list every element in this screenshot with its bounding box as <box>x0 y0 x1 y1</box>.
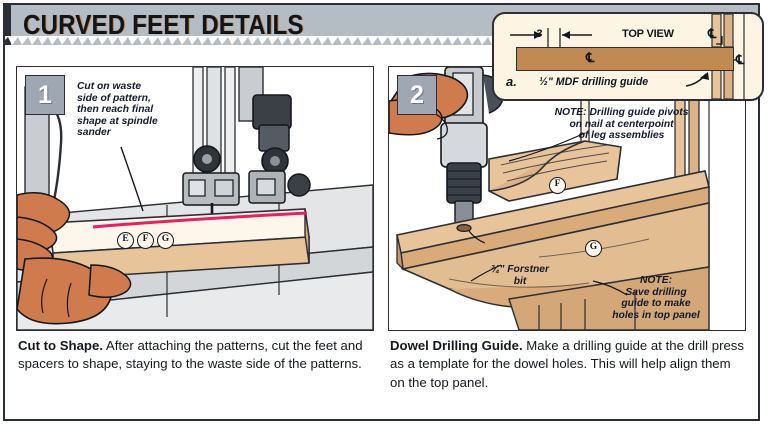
centerline-symbol-left: ℄ <box>586 50 595 65</box>
step-2-panel: 2 NOTE: Drilling guide pivots on nail at… <box>388 66 746 331</box>
part-label-g: G <box>157 232 174 249</box>
drill-press-drilling-guide-illustration <box>389 67 745 330</box>
mdf-guide-bar <box>516 47 734 71</box>
figure-header: CURVED FEET DETAILS <box>5 5 758 45</box>
mdf-guide-caption: ½" MDF drilling guide <box>539 76 649 88</box>
part-label-e: E <box>117 232 134 249</box>
step-1-badge: 1 <box>25 75 65 115</box>
waste-side-note: Cut on waste side of pattern, then reach… <box>77 81 158 139</box>
centerline-symbol-top-right: ℄ <box>708 26 717 41</box>
caption-2-title: Dowel Drilling Guide. <box>390 338 523 353</box>
top-view-inset: TOP VIEW 3 ℄ ℄ ℄ a. ½" MDF drilling guid… <box>492 12 764 101</box>
part-label-f: F <box>549 177 566 194</box>
caption-step-1: Cut to Shape. After attaching the patter… <box>18 337 370 374</box>
part-label-f: F <box>137 232 154 249</box>
caption-1-title: Cut to Shape. <box>18 338 103 353</box>
caption-1-body: After attaching the patterns, cut the fe… <box>18 338 363 372</box>
caption-step-2: Dowel Drilling Guide. Make a drilling gu… <box>390 337 746 392</box>
inset-step-label: a. <box>506 74 517 89</box>
header-accent-bar <box>5 5 11 45</box>
centerline-symbol-right: ℄ <box>736 52 745 67</box>
dimension-value: 3 <box>536 28 543 40</box>
page-title: CURVED FEET DETAILS <box>23 9 304 40</box>
forstner-bit-note: ¾" Forstner bit <box>490 264 550 287</box>
part-label-g: G <box>585 240 602 257</box>
step-1-panel: 1 Cut on waste side of pattern, then rea… <box>16 66 374 331</box>
pivot-note: NOTE: Drilling guide pivots on nail at c… <box>554 107 689 142</box>
top-view-label: TOP VIEW <box>622 28 674 40</box>
step-2-badge: 2 <box>397 75 437 115</box>
caption-2-body: Make a drilling guide at the drill press… <box>390 338 744 390</box>
save-guide-note: NOTE: Save drilling guide to make holes … <box>612 275 700 321</box>
